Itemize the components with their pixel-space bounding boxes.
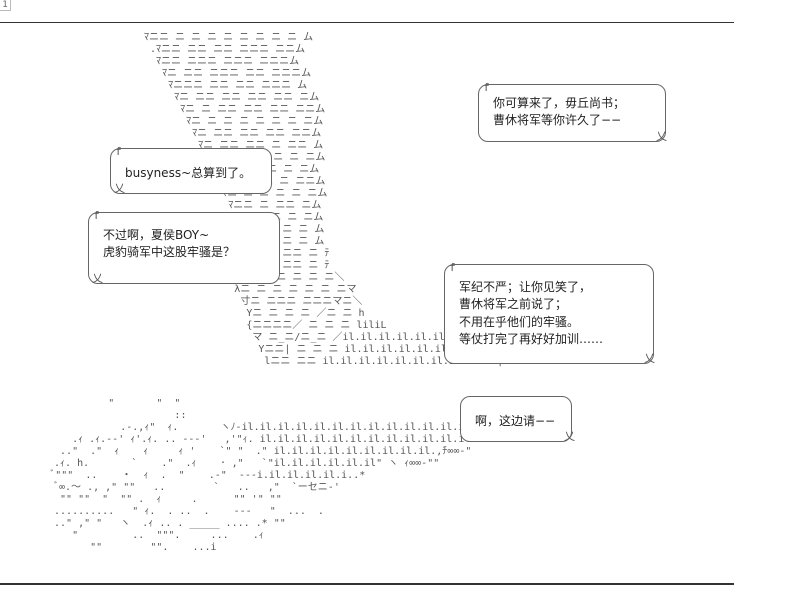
bubble-line: 啊，这边请−− [475, 414, 556, 428]
top-divider [0, 22, 734, 23]
bubble-tail: 乂 [114, 182, 125, 195]
bubble-hook: f [115, 145, 122, 158]
bubble-line: 曹休将军等你许久了−− [493, 113, 622, 128]
bubble-line: 曹休将军之前说了； [459, 297, 568, 312]
bubble-line: 虎豹骑军中这股牢骚是？ [103, 245, 236, 260]
page-number: 1 [0, 0, 11, 11]
speech-bubble-xiahou: f 不过啊，夏侯BOY~ 虎豹骑军中这股牢骚是？ 乂 [88, 209, 280, 285]
bubble-line: 不用在乎他们的牢骚。 [459, 314, 580, 329]
bubble-line: busyness~总算到了。 [125, 166, 252, 180]
bottom-divider [0, 583, 734, 585]
bubble-line: 等仗打完了再好好加训…… [459, 332, 604, 347]
bubble-line: 不过啊，夏侯BOY~ [103, 228, 210, 242]
bubble-hook: f [93, 209, 100, 222]
bubble-tail: 乂 [644, 352, 655, 365]
speech-bubble-kaiju: f 你可算来了，毋丘尚书； 曹休将军等你许久了−− 乂 [478, 81, 667, 143]
bubble-hook: f [449, 261, 456, 274]
speech-bubble-junji: f 军纪不严；让你见笑了， 曹休将军之前说了； 不用在乎他们的牢骚。 等仗打完了… [444, 261, 655, 365]
crowd-ascii-art: " " " :: .-.,ｨ" ｨ. ヽﾉ-il.il.il.il.il.il.… [48, 398, 495, 553]
bubble-tail: 乂 [92, 272, 103, 285]
bubble-line: 你可算来了，毋丘尚书； [493, 96, 626, 110]
bubble-tail: 乂 [656, 130, 667, 143]
speech-bubble-busyness: f busyness~总算到了。 乂 [110, 145, 272, 195]
speech-bubble-zhebian: 啊，这边请−− 乂 [460, 396, 575, 443]
bubble-hook: f [483, 81, 490, 94]
bubble-line: 军纪不严；让你见笑了， [459, 280, 592, 294]
bubble-tail: 乂 [564, 430, 575, 443]
